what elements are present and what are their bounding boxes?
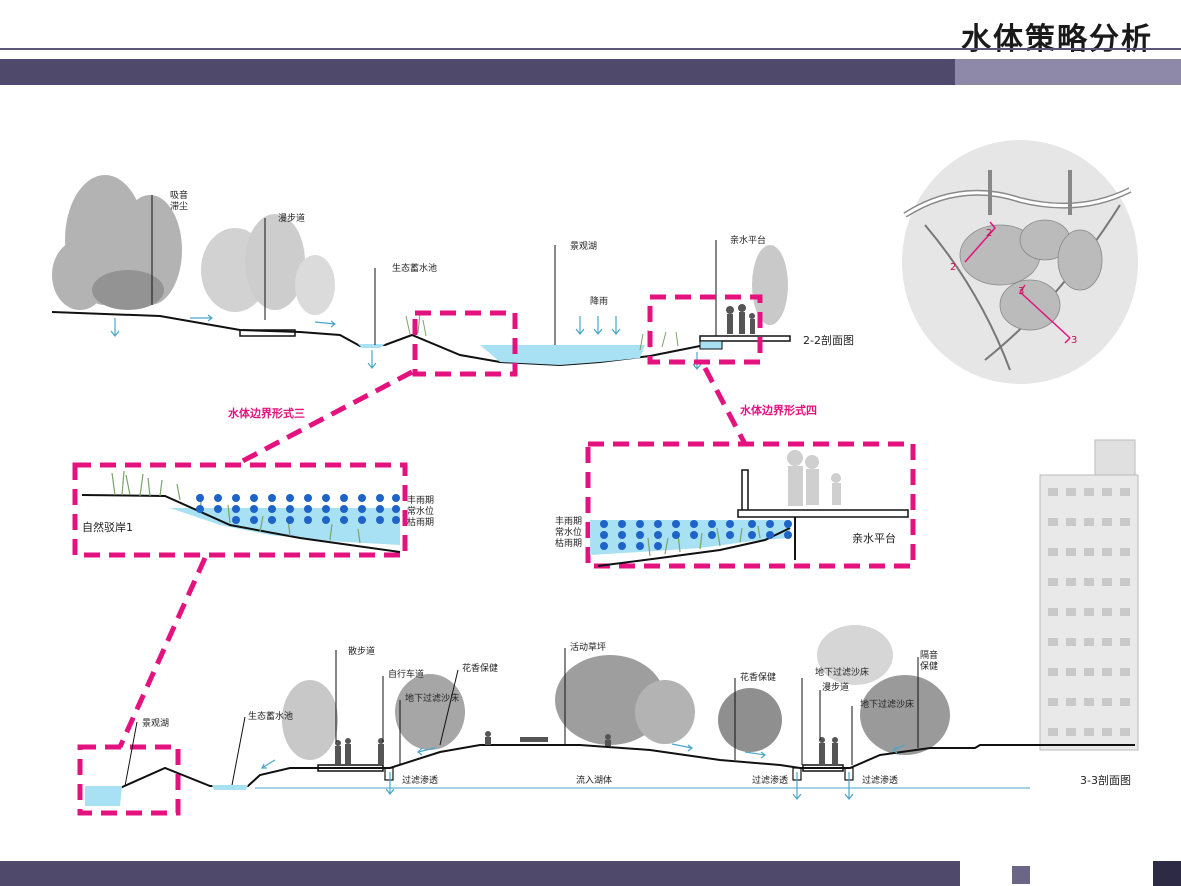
label-s33-walk: 散步道 <box>348 647 376 657</box>
label-rain: 降雨 <box>590 297 609 307</box>
header-bar <box>0 59 955 85</box>
ground-line-section33 <box>85 744 1135 806</box>
label-s33-trail: 漫步道 <box>822 683 850 693</box>
label-s33-gravel3: 地下过滤沙床 <box>860 700 915 710</box>
level-high-b3: 丰雨期 <box>407 496 435 506</box>
label-s33-bike: 自行车道 <box>388 670 425 680</box>
label-s33-flower1: 花香保健 <box>462 664 499 674</box>
ground-line-section22 <box>51 311 791 367</box>
trees-cluster-left <box>52 175 335 315</box>
level-normal-b4: 常水位 <box>555 528 583 538</box>
name-boundary4: 亲水平台 <box>852 532 896 545</box>
label-trail1: 漫步道 <box>278 214 306 224</box>
people-section33 <box>335 731 838 765</box>
label-absorb: 吸音 滞尘 <box>170 191 189 212</box>
level-low-b4: 枯雨期 <box>555 539 583 549</box>
caption-section22: 2-2剖面图 <box>803 334 854 347</box>
label-s33-lawn: 活动草坪 <box>570 643 607 653</box>
label-inflow: 流入湖体 <box>576 776 613 786</box>
trees-section33 <box>282 625 950 760</box>
label-s33-flower2: 花香保健 <box>740 673 777 683</box>
flow-arrows-section33 <box>261 743 906 800</box>
keymap-mark-3b: 3 <box>1071 335 1077 346</box>
water-level-dots-boundary4 <box>600 520 792 550</box>
detail-boundary4 <box>590 450 909 567</box>
detail-boundary3 <box>81 470 401 553</box>
level-high-b4: 丰雨期 <box>555 517 583 527</box>
caption-section33: 3-3剖面图 <box>1080 774 1131 787</box>
label-s33-noise: 隔音 保健 <box>920 651 939 672</box>
footer-square <box>1012 866 1030 884</box>
water-level-dots-boundary3 <box>196 494 400 524</box>
flow-arrows-section22 <box>110 314 702 370</box>
label-filter1: 过滤渗透 <box>402 776 439 786</box>
keymap-mark-3a: 3 <box>1018 286 1024 297</box>
leader-lines-section33 <box>124 648 919 787</box>
label-swale: 生态蓄水池 <box>392 264 438 274</box>
label-s33-swale: 生态蓄水池 <box>248 712 294 722</box>
label-s33-gravel2: 地下过滤沙床 <box>815 668 870 678</box>
title-boundary4: 水体边界形式四 <box>740 404 817 417</box>
level-normal-b3: 常水位 <box>407 507 435 517</box>
level-low-b3: 枯雨期 <box>407 518 435 528</box>
header-bar-accent <box>955 59 1181 85</box>
tree-right-section22 <box>752 245 788 325</box>
label-s33-gravel1: 地下过滤沙床 <box>405 694 460 704</box>
highlight-boxes <box>72 294 916 816</box>
footer-end-block <box>1153 861 1181 886</box>
footer-bar <box>0 861 960 886</box>
key-map: 2 2 3 3 <box>902 140 1138 384</box>
keymap-mark-2b: 2 <box>986 228 992 239</box>
building-tower <box>1039 439 1139 751</box>
name-boundary3: 自然驳岸1 <box>82 521 133 534</box>
label-lake: 景观湖 <box>570 242 598 252</box>
label-s33-lake: 景观湖 <box>142 719 170 729</box>
label-filter2: 过滤渗透 <box>752 776 789 786</box>
header-line <box>0 48 1181 50</box>
people-platform <box>726 304 755 334</box>
label-filter3: 过滤渗透 <box>862 776 899 786</box>
title-boundary3: 水体边界形式三 <box>228 407 305 420</box>
page-title: 水体策略分析 <box>961 22 1153 57</box>
label-platform: 亲水平台 <box>730 236 767 246</box>
leader-lines-section22 <box>151 195 717 345</box>
keymap-mark-2a: 2 <box>950 262 956 273</box>
reeds-section22 <box>405 312 679 351</box>
